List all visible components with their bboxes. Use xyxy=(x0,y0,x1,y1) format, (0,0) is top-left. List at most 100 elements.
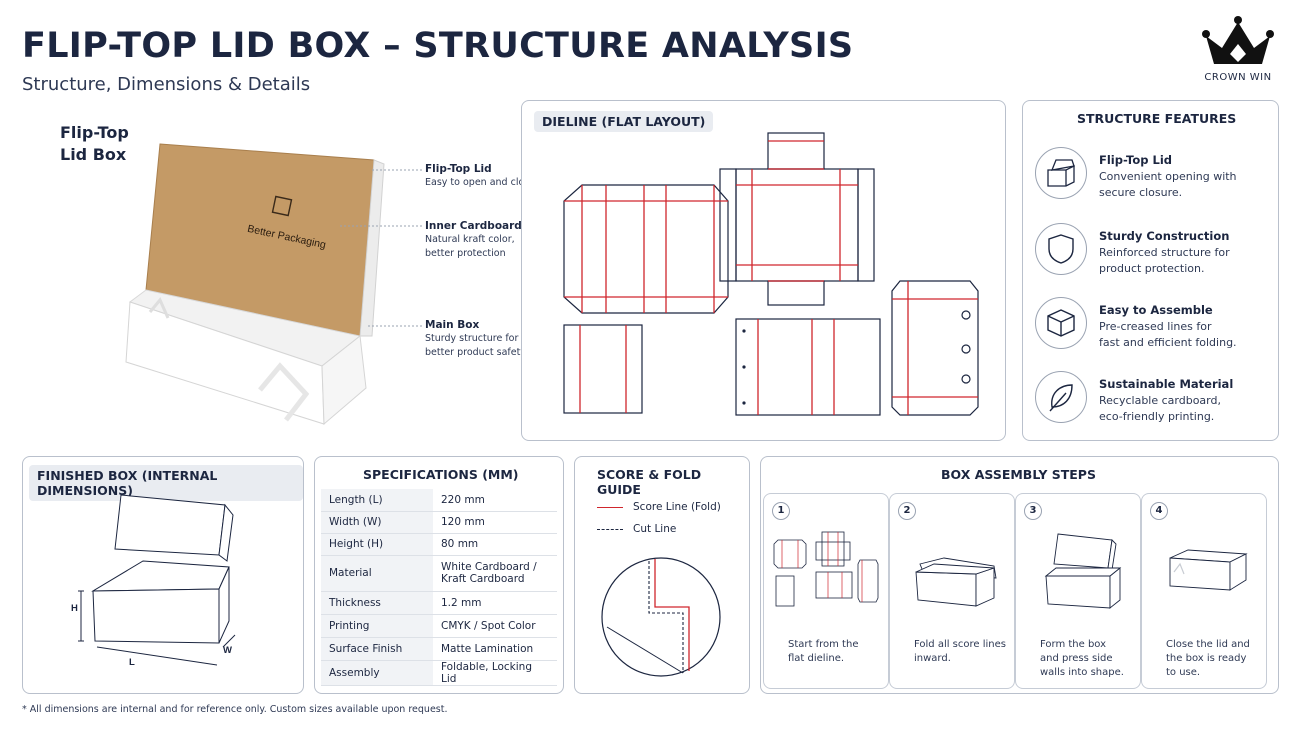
step-1-illustration xyxy=(773,531,879,607)
feature-desc: Convenient opening with secure closure. xyxy=(1099,169,1249,201)
feature-sustainable-material: Sustainable Material Recyclable cardboar… xyxy=(1035,371,1275,431)
spec-value-line: White Cardboard / xyxy=(441,561,537,573)
table-row: Assembly Foldable, Locking Lid xyxy=(321,660,557,686)
step-text: Start from the flat dieline. xyxy=(788,638,884,666)
feature-title: Sturdy Construction xyxy=(1099,229,1230,243)
assembly-title: BOX ASSEMBLY STEPS xyxy=(941,467,1096,482)
step-text-line: and press side xyxy=(1040,653,1113,664)
spec-value-line: Matte Lamination xyxy=(441,642,534,655)
features-title: STRUCTURE FEATURES xyxy=(1077,111,1237,126)
step-text-line: inward. xyxy=(914,653,951,664)
brand-logo: CROWN WIN xyxy=(1196,14,1280,83)
finished-box-panel: FINISHED BOX (INTERNAL DIMENSIONS) H L W xyxy=(22,456,304,694)
spec-value-line: Foldable, Locking Lid xyxy=(441,660,533,685)
spec-key: Printing xyxy=(321,614,433,638)
spec-value-line: 220 mm xyxy=(441,493,485,506)
feature-desc-line: Recyclable cardboard, xyxy=(1099,394,1221,407)
finished-box-drawing: H L W xyxy=(71,494,236,668)
feature-title: Sustainable Material xyxy=(1099,377,1234,391)
dieline-title: DIELINE (FLAT LAYOUT) xyxy=(534,111,714,132)
hero-label-line1: Flip-Top xyxy=(60,123,129,142)
callout-inner-cardboard: Inner Cardboard Natural kraft color, bet… xyxy=(425,219,522,261)
step-number: 3 xyxy=(1024,502,1042,520)
table-row: Thickness 1.2 mm xyxy=(321,591,557,615)
callout-title: Flip-Top Lid xyxy=(425,163,492,175)
hero-box-illustration: Better Packaging xyxy=(125,143,422,426)
callout-text: better product safety xyxy=(425,347,526,358)
table-row: Surface Finish Matte Lamination xyxy=(321,637,557,661)
feature-easy-to-assemble: Easy to Assemble Pre-creased lines for f… xyxy=(1035,297,1275,357)
footnote: * All dimensions are internal and for re… xyxy=(22,704,448,715)
step-3-illustration xyxy=(1044,533,1122,609)
specifications-panel: SPECIFICATIONS (MM) Length (L) 220 mm Wi… xyxy=(314,456,564,694)
assembly-step-2: 2 Fold all score lines inward. xyxy=(889,493,1015,689)
feature-desc: Pre-creased lines for fast and efficient… xyxy=(1099,319,1249,351)
step-4-illustration xyxy=(1169,549,1248,591)
score-fold-panel: SCORE & FOLD GUIDE Score Line (Fold) Cut… xyxy=(574,456,750,694)
spec-value-line: CMYK / Spot Color xyxy=(441,619,536,632)
step-text-line: walls into shape. xyxy=(1040,667,1124,678)
open-box-icon xyxy=(1035,147,1087,199)
feature-desc-line: eco-friendly printing. xyxy=(1099,410,1215,423)
page-title: FLIP-TOP LID BOX – STRUCTURE ANALYSIS xyxy=(22,26,854,66)
page-subtitle: Structure, Dimensions & Details xyxy=(22,74,311,95)
callout-title: Main Box xyxy=(425,319,480,331)
step-number: 4 xyxy=(1150,502,1168,520)
hero-label-line2: Lid Box xyxy=(60,145,127,164)
feature-desc-line: product protection. xyxy=(1099,262,1205,275)
callout-title: Inner Cardboard xyxy=(425,220,522,232)
legend-label: Cut Line xyxy=(633,523,677,535)
feature-desc-line: fast and efficient folding. xyxy=(1099,336,1237,349)
step-text: Form the box and press side walls into s… xyxy=(1040,638,1136,680)
table-row: Height (H) 80 mm xyxy=(321,533,557,556)
spec-value: CMYK / Spot Color xyxy=(433,614,557,638)
feature-desc-line: Pre-creased lines for xyxy=(1099,320,1212,333)
step-text-line: to use. xyxy=(1166,667,1201,678)
spec-key: Thickness xyxy=(321,591,433,615)
table-row: Printing CMYK / Spot Color xyxy=(321,614,557,638)
table-row: Length (L) 220 mm xyxy=(321,489,557,512)
legend-label: Score Line (Fold) xyxy=(633,501,721,513)
step-text: Fold all score lines inward. xyxy=(914,638,1010,666)
score-line-swatch xyxy=(597,506,623,508)
spec-value: Foldable, Locking Lid xyxy=(433,660,557,686)
spec-value: 120 mm xyxy=(433,511,557,534)
step-text-line: Form the box xyxy=(1040,639,1107,650)
dieline-panel: DIELINE (FLAT LAYOUT) xyxy=(521,100,1006,441)
spec-value: 1.2 mm xyxy=(433,591,557,615)
step-text-line: flat dieline. xyxy=(788,653,845,664)
step-number: 1 xyxy=(772,502,790,520)
callout-text: Natural kraft color, xyxy=(425,234,515,245)
dimension-label-w: W xyxy=(223,645,232,656)
feature-desc-line: Convenient opening with xyxy=(1099,170,1237,183)
step-number: 2 xyxy=(898,502,916,520)
finished-title: FINISHED BOX (INTERNAL DIMENSIONS) xyxy=(29,465,303,501)
spec-key: Material xyxy=(321,555,433,592)
score-fold-detail xyxy=(601,557,721,677)
feature-desc: Recyclable cardboard, eco-friendly print… xyxy=(1099,393,1249,425)
spec-key: Length (L) xyxy=(321,489,433,512)
spec-value-line: 120 mm xyxy=(441,516,485,528)
spec-key: Surface Finish xyxy=(321,637,433,661)
score-title: SCORE & FOLD GUIDE xyxy=(597,467,702,497)
callout-main-box: Main Box Sturdy structure for better pro… xyxy=(425,318,526,360)
feature-desc: Reinforced structure for product protect… xyxy=(1099,245,1249,277)
assembly-step-3: 3 Form the box and press side walls into… xyxy=(1015,493,1141,689)
callout-text: Easy to open and close xyxy=(425,177,536,188)
callout-flip-top-lid: Flip-Top Lid Easy to open and close xyxy=(425,162,535,190)
dieline-drawing xyxy=(563,132,979,416)
cube-icon xyxy=(1035,297,1087,349)
table-row: Width (W) 120 mm xyxy=(321,511,557,534)
feature-sturdy-construction: Sturdy Construction Reinforced structure… xyxy=(1035,223,1275,283)
step-2-illustration xyxy=(915,557,997,607)
step-text-line: the box is ready xyxy=(1166,653,1247,664)
crown-icon xyxy=(1202,16,1274,64)
spec-key: Height (H) xyxy=(321,533,433,556)
spec-key: Width (W) xyxy=(321,511,433,534)
spec-value: Matte Lamination xyxy=(433,637,557,661)
step-text-line: Close the lid and xyxy=(1166,639,1250,650)
step-text-line: Start from the xyxy=(788,639,859,650)
assembly-steps-panel: BOX ASSEMBLY STEPS 1 Start from the flat… xyxy=(760,456,1279,694)
dimension-label-l: L xyxy=(129,657,135,668)
specs-title: SPECIFICATIONS (MM) xyxy=(363,467,519,482)
